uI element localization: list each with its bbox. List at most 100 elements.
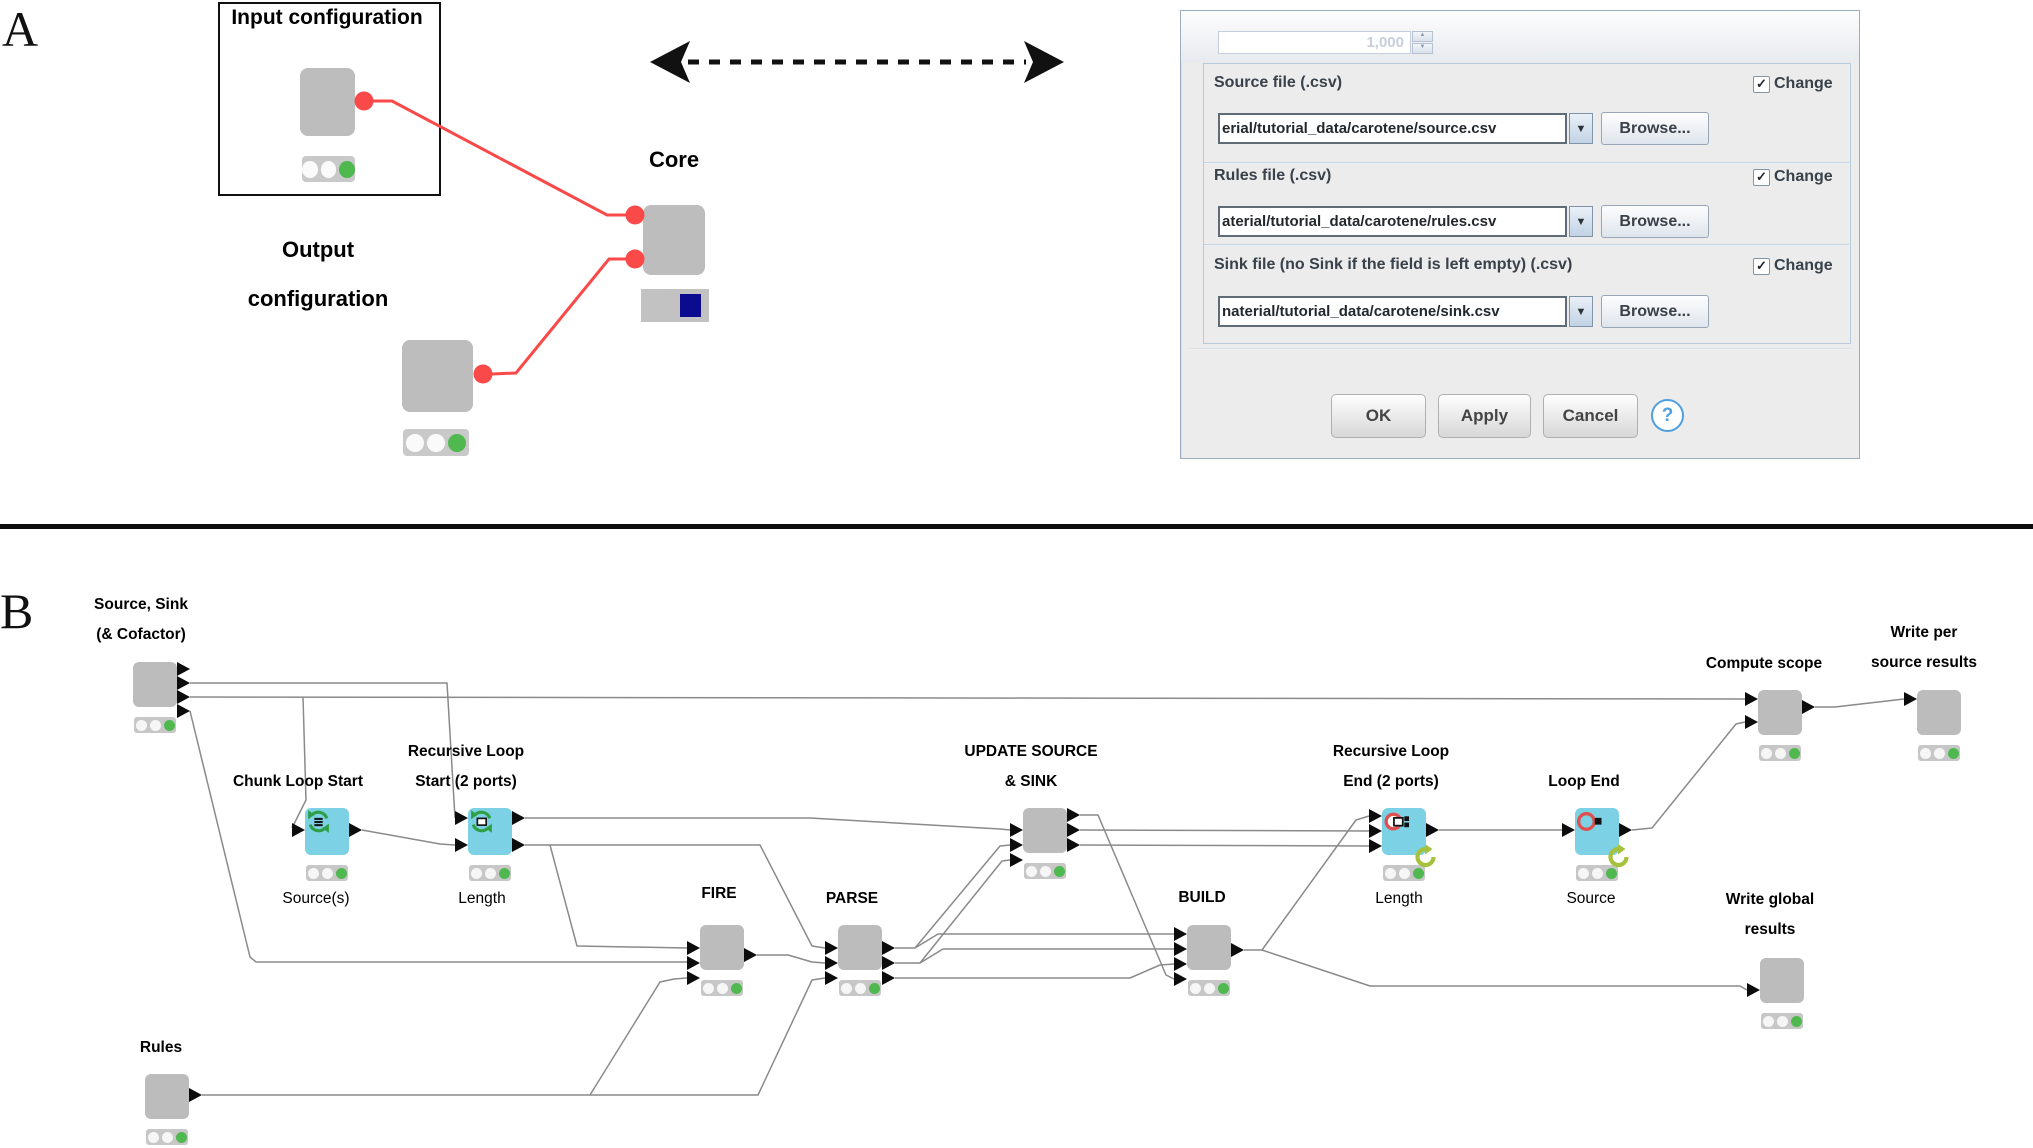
- source-browse-button[interactable]: Browse...: [1601, 112, 1709, 145]
- status-dot-green: [163, 719, 175, 731]
- node-compute-scope[interactable]: [1758, 690, 1802, 735]
- sink-combo-dropdown-icon[interactable]: ▼: [1569, 296, 1593, 327]
- input-configuration-node[interactable]: [300, 68, 355, 136]
- node-compute-scope-out-port-1[interactable]: [1802, 700, 1815, 714]
- button-area-separator: [1189, 348, 1851, 350]
- rules-combo-dropdown-icon[interactable]: ▼: [1569, 206, 1593, 237]
- node-source-sink-out-port-4[interactable]: [177, 704, 190, 718]
- workflow-connection: [1080, 814, 1175, 980]
- node-parse[interactable]: [838, 925, 882, 970]
- node-write-global-results[interactable]: [1760, 958, 1804, 1003]
- row-limit-spinner[interactable]: 1,000: [1218, 31, 1411, 54]
- node-update-source-sink-in-port-1[interactable]: [1010, 823, 1023, 837]
- sink-change-checkbox[interactable]: ✓: [1753, 258, 1770, 275]
- node-parse-in-port-1[interactable]: [825, 941, 838, 955]
- output-configuration-node[interactable]: [402, 340, 473, 412]
- node-parse-in-port-2[interactable]: [825, 956, 838, 970]
- node-write-per-source-results-traffic-light: [1918, 745, 1960, 761]
- node-recursive-loop-end-label: End (2 ports): [1343, 773, 1439, 790]
- node-parse-in-port-3[interactable]: [825, 971, 838, 985]
- spinner-down-icon[interactable]: ▼: [1412, 43, 1433, 54]
- red-ports[interactable]: [354, 91, 645, 384]
- workflow-connection: [919, 948, 1174, 964]
- node-compute-scope-in-port-1[interactable]: [1745, 692, 1758, 706]
- node-update-source-sink-in-port-2[interactable]: [1010, 838, 1023, 852]
- node-compute-scope-in-port-2[interactable]: [1745, 715, 1758, 729]
- core-node-in-port-2: [625, 249, 645, 269]
- node-parse-out-port-1[interactable]: [882, 941, 895, 955]
- workflow-connection: [361, 829, 456, 846]
- node-parse-out-port-3[interactable]: [882, 971, 895, 985]
- node-loop-end[interactable]: [1575, 808, 1619, 855]
- help-button[interactable]: ?: [1651, 399, 1684, 432]
- node-source-sink-out-port-2[interactable]: [177, 676, 190, 690]
- node-chunk-loop-start-out-port-1[interactable]: [349, 823, 362, 837]
- sink-file-combobox[interactable]: naterial/tutorial_data/carotene/sink.csv: [1218, 296, 1567, 327]
- workflow-connection: [757, 954, 826, 964]
- status-dot-green: [498, 867, 510, 879]
- node-recursive-loop-start-out-port-1[interactable]: [512, 811, 525, 825]
- core-node[interactable]: [643, 205, 705, 275]
- node-fire-in-port-2[interactable]: [687, 956, 700, 970]
- node-rules-out-port-1[interactable]: [189, 1088, 202, 1102]
- node-recursive-loop-start-in-port-2[interactable]: [455, 838, 468, 852]
- node-recursive-loop-end[interactable]: [1382, 808, 1426, 855]
- spinner-up-icon[interactable]: ▲: [1412, 31, 1433, 42]
- node-parse-out-port-2[interactable]: [882, 956, 895, 970]
- node-recursive-loop-end-in-port-1[interactable]: [1369, 809, 1382, 823]
- node-fire-out-port-1[interactable]: [744, 948, 757, 962]
- node-build[interactable]: [1187, 925, 1231, 970]
- node-write-per-source-results-in-port-1[interactable]: [1904, 692, 1917, 706]
- node-update-source-sink-traffic-light: [1024, 863, 1066, 879]
- workflow-connection: [895, 859, 1011, 964]
- panel-a-marker: A: [2, 1, 39, 57]
- input-node-traffic-light: [302, 156, 356, 182]
- source-change-checkbox[interactable]: ✓: [1753, 76, 1770, 93]
- node-update-source-sink-out-port-2[interactable]: [1067, 823, 1080, 837]
- node-recursive-loop-end-in-port-2[interactable]: [1369, 824, 1382, 838]
- node-rules[interactable]: [145, 1074, 189, 1119]
- status-dot-green: [868, 982, 880, 994]
- status-dot: [149, 719, 161, 731]
- node-update-source-sink[interactable]: [1023, 808, 1067, 853]
- node-fire-in-port-3[interactable]: [687, 971, 700, 985]
- ok-button[interactable]: OK: [1331, 394, 1426, 438]
- rules-change-checkbox[interactable]: ✓: [1753, 169, 1770, 186]
- node-build-in-port-1[interactable]: [1174, 927, 1187, 941]
- node-fire[interactable]: [700, 925, 744, 970]
- node-recursive-loop-end-in-port-3[interactable]: [1369, 839, 1382, 853]
- status-dot-green: [339, 160, 356, 178]
- input-configuration-box: [218, 2, 441, 196]
- node-write-global-results-in-port-1[interactable]: [1747, 983, 1760, 997]
- status-dot-green: [1217, 982, 1229, 994]
- node-write-per-source-results[interactable]: [1917, 690, 1961, 735]
- node-update-source-sink-in-port-3[interactable]: [1010, 853, 1023, 867]
- node-chunk-loop-start[interactable]: [305, 808, 349, 855]
- rules-file-combobox[interactable]: aterial/tutorial_data/carotene/rules.csv: [1218, 206, 1567, 237]
- node-recursive-loop-start-out-port-2[interactable]: [512, 838, 525, 852]
- rules-browse-button[interactable]: Browse...: [1601, 205, 1709, 238]
- node-build-out-port-1[interactable]: [1231, 943, 1244, 957]
- node-build-in-port-3[interactable]: [1174, 957, 1187, 971]
- spinner-buttons[interactable]: ▲ ▼: [1412, 31, 1433, 54]
- node-build-in-port-4[interactable]: [1174, 972, 1187, 986]
- node-recursive-loop-start[interactable]: [468, 808, 512, 855]
- node-chunk-loop-start-in-port-1[interactable]: [292, 823, 305, 837]
- node-loop-end-out-port-1[interactable]: [1619, 823, 1632, 837]
- node-update-source-sink-out-port-3[interactable]: [1067, 838, 1080, 852]
- node-fire-in-port-1[interactable]: [687, 941, 700, 955]
- node-build-in-port-2[interactable]: [1174, 942, 1187, 956]
- node-source-sink-out-port-1[interactable]: [177, 662, 190, 676]
- node-recursive-loop-end-out-port-1[interactable]: [1426, 823, 1439, 837]
- node-recursive-loop-start-in-port-1[interactable]: [455, 811, 468, 825]
- cancel-button[interactable]: Cancel: [1543, 394, 1638, 438]
- source-combo-dropdown-icon[interactable]: ▼: [1569, 113, 1593, 144]
- source-file-combobox[interactable]: erial/tutorial_data/carotene/source.csv: [1218, 113, 1567, 144]
- sink-browse-button[interactable]: Browse...: [1601, 295, 1709, 328]
- node-loop-end-in-port-1[interactable]: [1562, 823, 1575, 837]
- node-source-sink[interactable]: [133, 662, 177, 707]
- node-chunk-loop-start-sublabel: Source(s): [282, 890, 350, 907]
- node-update-source-sink-out-port-1[interactable]: [1067, 808, 1080, 822]
- apply-button[interactable]: Apply: [1438, 394, 1531, 438]
- node-source-sink-out-port-3[interactable]: [177, 690, 190, 704]
